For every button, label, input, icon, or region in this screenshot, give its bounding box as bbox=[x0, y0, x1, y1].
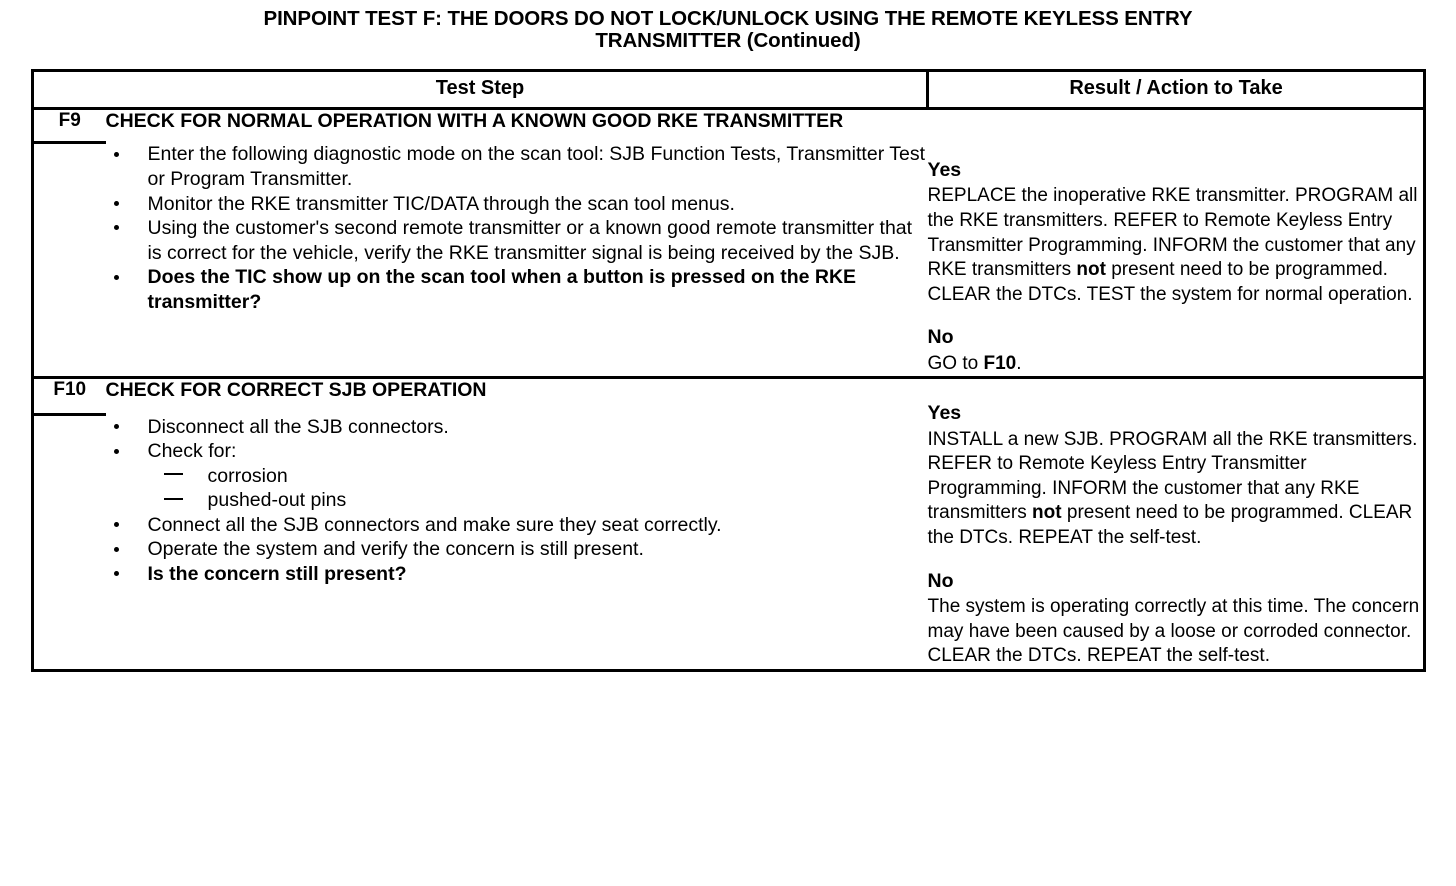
column-header-test-step: Test Step bbox=[32, 70, 930, 110]
page-title-line-2: TRANSMITTER (Continued) bbox=[595, 29, 861, 53]
list-item: Enter the following diagnostic mode on t… bbox=[106, 142, 928, 191]
result-cell-f9: Yes REPLACE the inoperative RKE transmit… bbox=[928, 109, 1425, 378]
page-title-line-1: PINPOINT TEST F: THE DOORS DO NOT LOCK/U… bbox=[263, 7, 1193, 30]
bullet-dot-icon bbox=[113, 546, 119, 552]
sub-list-item-text: corrosion bbox=[207, 464, 288, 487]
result-cell-f10: Yes INSTALL a new SJB. PROGRAM all the R… bbox=[927, 376, 1425, 671]
bullet-dot-icon bbox=[113, 274, 119, 280]
list-item: Using the customer's second remote trans… bbox=[106, 216, 928, 265]
bullet-dot-icon bbox=[113, 225, 119, 231]
result-text-yes-f10-part1: INSTALL a new SJB. PROGRAM all the RKE t… bbox=[927, 428, 1418, 524]
list-item-text: Is the concern still present? bbox=[147, 562, 407, 585]
table-row: F9 CHECK FOR NORMAL OPERATION WITH A KNO… bbox=[32, 108, 1425, 374]
result-text-no-f10-part1: The system is operating correctly at thi… bbox=[927, 595, 1420, 667]
table-row: F10 CHECK FOR CORRECT SJB OPERATION Yes … bbox=[32, 376, 1425, 671]
bullet-list-f10: Disconnect all the SJB connectors. Check… bbox=[106, 415, 928, 587]
bullet-dot-icon bbox=[113, 448, 119, 454]
result-label-no-f9: No bbox=[927, 326, 954, 349]
result-text-yes-f9-part1: REPLACE the inoperative RKE transmitter.… bbox=[927, 185, 1418, 281]
bullet-dot-icon bbox=[113, 200, 119, 206]
result-emphasis-no-f9: F10 bbox=[983, 352, 1017, 374]
list-item: Does the TIC show up on the scan tool wh… bbox=[106, 265, 928, 314]
list-item-text: Connect all the SJB connectors and make … bbox=[147, 513, 722, 536]
bullet-list-f9: Enter the following diagnostic mode on t… bbox=[106, 142, 928, 314]
list-item-text: Disconnect all the SJB connectors. bbox=[147, 415, 449, 438]
result-text-yes-f10-part2: present need to be programmed. CLEAR the… bbox=[927, 502, 1413, 548]
list-item-text: Using the customer's second remote trans… bbox=[147, 217, 913, 264]
result-text-no-f10: The system is operating correctly at thi… bbox=[928, 595, 1424, 669]
list-item-text: Check for: bbox=[147, 440, 237, 463]
list-item: Is the concern still present? bbox=[106, 562, 928, 587]
step-body-f10: Disconnect all the SJB connectors. Check… bbox=[106, 415, 928, 671]
sub-list-item: pushed-out pins bbox=[148, 488, 928, 513]
page-title: PINPOINT TEST F: THE DOORS DO NOT LOCK/U… bbox=[40, 7, 1416, 53]
list-item: Check for: corrosion pushed-out pins bbox=[106, 439, 928, 513]
list-item-text: Monitor the RKE transmitter TIC/DATA thr… bbox=[147, 192, 735, 215]
list-item-text: Enter the following diagnostic mode on t… bbox=[147, 143, 926, 190]
dash-icon bbox=[163, 473, 183, 476]
table-row: Disconnect all the SJB connectors. Check… bbox=[33, 415, 1425, 671]
dash-icon bbox=[163, 498, 183, 501]
result-label-yes-f10: Yes bbox=[927, 402, 962, 425]
step-body-f9: Enter the following diagnostic mode on t… bbox=[106, 142, 928, 377]
list-item: Monitor the RKE transmitter TIC/DATA thr… bbox=[106, 192, 928, 217]
table-header-row: Test Step Result / Action to Take bbox=[32, 70, 1425, 110]
pinpoint-test-table: Test Step Result / Action to Take F9 CHE… bbox=[31, 69, 1427, 672]
result-label-yes-f9: Yes bbox=[927, 159, 962, 181]
list-item-text: Operate the system and verify the concer… bbox=[147, 538, 644, 561]
step-title-f10: CHECK FOR CORRECT SJB OPERATION bbox=[105, 376, 928, 415]
step-id-f9: F9 bbox=[32, 108, 106, 144]
list-item: Disconnect all the SJB connectors. bbox=[106, 415, 928, 440]
result-text-no-f9: GO to F10. bbox=[928, 352, 1424, 377]
column-header-result-action: Result / Action to Take bbox=[927, 70, 1425, 110]
result-emphasis-yes-f9: not bbox=[1076, 259, 1106, 281]
bullet-dot-icon bbox=[113, 571, 119, 577]
result-text-yes-f9: REPLACE the inoperative RKE transmitter.… bbox=[928, 184, 1424, 307]
step-spacer-f9 bbox=[33, 142, 106, 377]
sub-list-check-for: corrosion pushed-out pins bbox=[148, 464, 928, 513]
list-item: Connect all the SJB connectors and make … bbox=[106, 513, 928, 538]
result-emphasis-yes-f10: not bbox=[1032, 502, 1062, 524]
bullet-dot-icon bbox=[113, 423, 119, 429]
step-title-f9: CHECK FOR NORMAL OPERATION WITH A KNOWN … bbox=[105, 110, 844, 132]
result-text-no-f9-part2: . bbox=[1016, 352, 1022, 374]
sub-list-item: corrosion bbox=[148, 464, 928, 489]
step-spacer-f10 bbox=[33, 415, 106, 671]
bullet-dot-icon bbox=[113, 522, 119, 528]
sub-list-item-text: pushed-out pins bbox=[207, 489, 347, 512]
table-row: Enter the following diagnostic mode on t… bbox=[33, 142, 1425, 377]
step-id-f10: F10 bbox=[32, 376, 106, 417]
result-text-yes-f10: INSTALL a new SJB. PROGRAM all the RKE t… bbox=[928, 428, 1424, 551]
list-item: Operate the system and verify the concer… bbox=[106, 537, 928, 562]
list-item-text: Does the TIC show up on the scan tool wh… bbox=[147, 266, 857, 313]
result-text-no-f9-part1: GO to bbox=[927, 352, 984, 374]
bullet-dot-icon bbox=[113, 151, 119, 157]
result-text-yes-f9-part2: present need to be programmed. CLEAR the… bbox=[927, 259, 1413, 305]
result-label-no-f10: No bbox=[927, 569, 954, 592]
